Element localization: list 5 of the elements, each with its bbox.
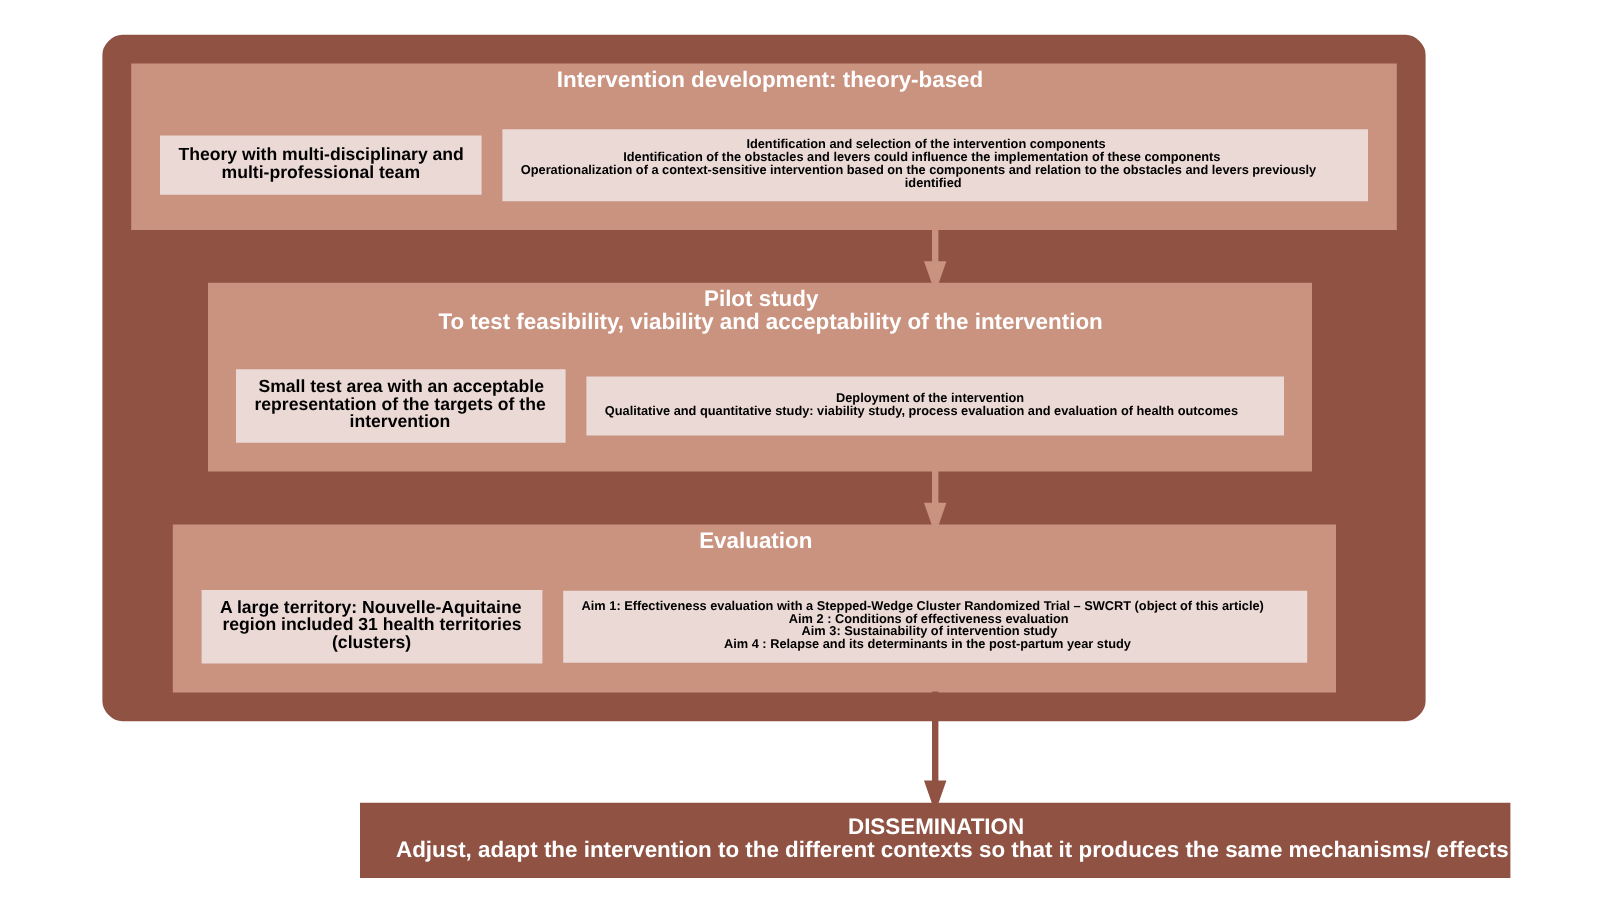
node-box: Small test area with an acceptable representation of the targets of the intervention [236, 369, 566, 443]
node-box: Theory with multi-disciplinary and multi-professional team [160, 135, 482, 195]
node-box: A large territory: Nouvelle-Aquitaine region included 31 health territories (clusters) [201, 590, 543, 664]
node-box: DISSEMINATION Adjust, adapt the intervention to the different contexts so that it produces the same mechanisms/ effects [360, 802, 1511, 878]
cluster [102, 34, 1426, 722]
